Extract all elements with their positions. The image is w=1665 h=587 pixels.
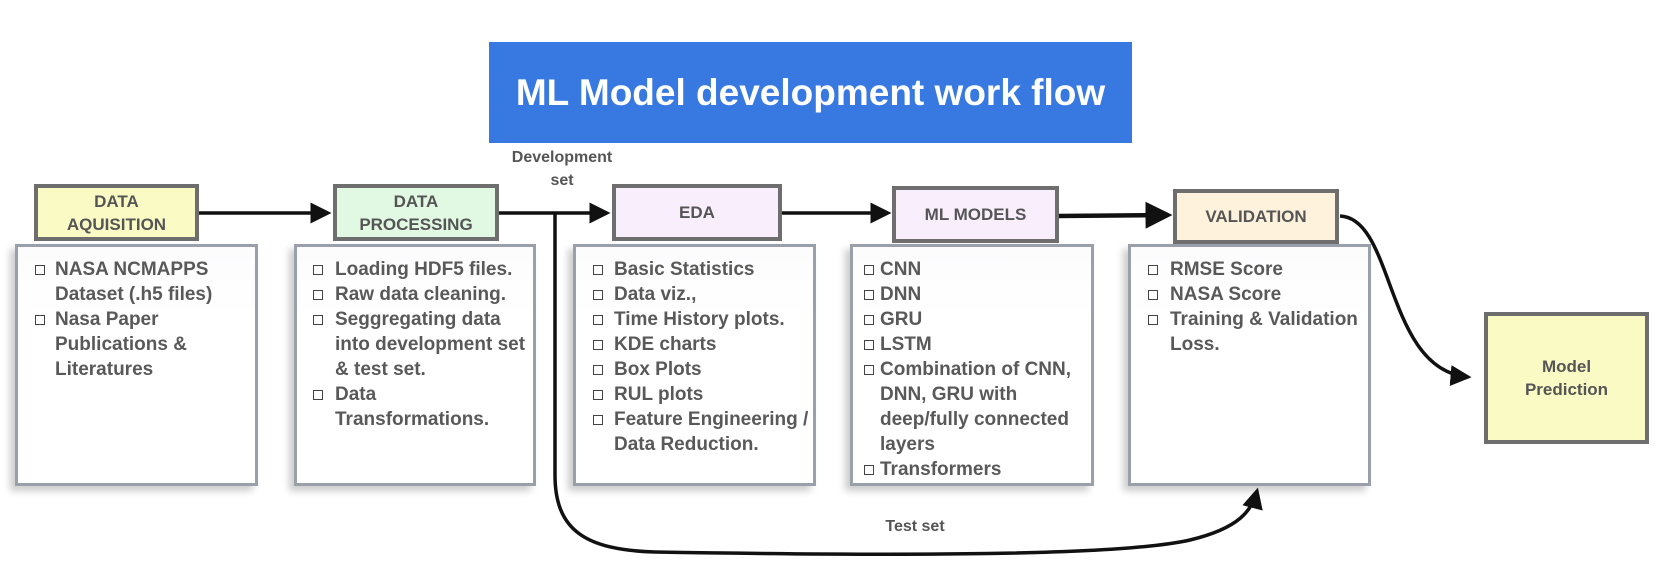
checkbox-icon [864,365,874,375]
data-processing-items: Loading HDF5 files. Raw data cleaning. S… [297,257,529,432]
checkbox-icon [35,315,45,325]
list-item: Seggregating data into development set &… [297,307,529,382]
checkbox-icon [864,265,874,275]
list-item: RUL plots [576,382,809,407]
list-item: GRU [853,307,1087,332]
list-item: Data Transformations. [297,382,529,432]
data-aquisition-panel: NASA NCMAPPS Dataset (.h5 files) Nasa Pa… [15,244,258,486]
test-set-label: Test set [885,518,945,535]
data-processing-header: DATA PROCESSING [333,184,499,241]
list-item: Basic Statistics [576,257,809,282]
checkbox-icon [313,265,323,275]
checkbox-icon [864,290,874,300]
ml-models-panel: CNN DNN GRU LSTM Combination of CNN, DNN… [850,244,1094,486]
checkbox-icon [593,315,603,325]
list-item: KDE charts [576,332,809,357]
eda-header: EDA [612,184,782,241]
checkbox-icon [864,340,874,350]
data-processing-panel: Loading HDF5 files. Raw data cleaning. S… [294,244,536,486]
list-item: Training & Validation Loss. [1131,307,1364,357]
validation-panel: RMSE Score NASA Score Training & Validat… [1128,244,1371,486]
checkbox-icon [313,290,323,300]
list-item: CNN [853,257,1087,282]
checkbox-icon [593,265,603,275]
list-item: Transformers [853,457,1087,482]
data-aquisition-header: DATA AQUISITION [34,184,199,241]
checkbox-icon [593,290,603,300]
checkbox-icon [35,265,45,275]
checkbox-icon [1148,265,1158,275]
checkbox-icon [1148,315,1158,325]
list-item: Box Plots [576,357,809,382]
diagram-title: ML Model development work flow [489,42,1132,143]
validation-items: RMSE Score NASA Score Training & Validat… [1131,257,1364,357]
list-item: LSTM [853,332,1087,357]
checkbox-icon [313,390,323,400]
model-prediction-box: Model Prediction [1484,312,1649,444]
list-item: Time History plots. [576,307,809,332]
eda-panel: Basic Statistics Data viz., Time History… [573,244,816,486]
list-item: DNN [853,282,1087,307]
checkbox-icon [1148,290,1158,300]
list-item: RMSE Score [1131,257,1364,282]
checkbox-icon [593,390,603,400]
list-item: NASA Score [1131,282,1364,307]
development-set-label: Development set [511,149,613,189]
eda-items: Basic Statistics Data viz., Time History… [576,257,809,457]
ml-models-header: ML MODELS [892,186,1059,243]
checkbox-icon [313,315,323,325]
list-item: NASA NCMAPPS Dataset (.h5 files) [18,257,251,307]
checkbox-icon [593,340,603,350]
checkbox-icon [864,315,874,325]
arrow-ml-models-to-validation [1057,201,1173,229]
validation-header: VALIDATION [1173,189,1339,244]
list-item: Nasa Paper Publications & Literatures [18,307,251,382]
list-item: Data viz., [576,282,809,307]
checkbox-icon [593,365,603,375]
checkbox-icon [864,465,874,475]
ml-models-items: CNN DNN GRU LSTM Combination of CNN, DNN… [853,257,1087,482]
list-item: Loading HDF5 files. [297,257,529,282]
data-aquisition-items: NASA NCMAPPS Dataset (.h5 files) Nasa Pa… [18,257,251,382]
list-item: Raw data cleaning. [297,282,529,307]
list-item: Combination of CNN, DNN, GRU with deep/f… [853,357,1087,457]
checkbox-icon [593,415,603,425]
list-item: Feature Engineering / Data Reduction. [576,407,809,457]
